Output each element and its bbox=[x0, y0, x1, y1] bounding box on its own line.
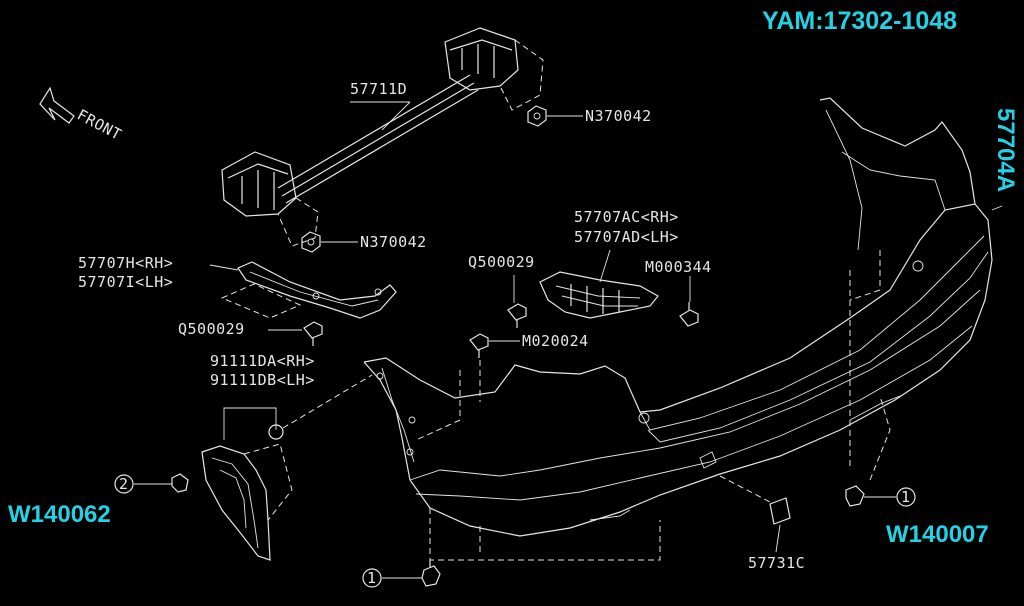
circle-number-1-icon: 1 bbox=[896, 487, 916, 507]
callout-Q500029-left: Q500029 bbox=[178, 320, 245, 338]
nut-icon bbox=[527, 105, 547, 127]
front-arrow-icon bbox=[39, 86, 75, 124]
callout-N370042-lower: N370042 bbox=[360, 233, 427, 251]
circle-number-1-icon: 1 bbox=[362, 568, 382, 588]
ref-code-W140007: W140007 bbox=[886, 521, 989, 548]
clip-icon bbox=[303, 321, 323, 346]
callout-91111DA-RH: 91111DA<RH> bbox=[210, 352, 315, 370]
callout-N370042-upper: N370042 bbox=[585, 107, 652, 125]
clip-icon bbox=[421, 560, 441, 587]
callout-91111DB-LH: 91111DB<LH> bbox=[210, 371, 315, 389]
callout-57711D: 57711D bbox=[350, 80, 407, 98]
callout-57704A: 57704A bbox=[992, 108, 1019, 192]
callout-57707AC-RH: 57707AC<RH> bbox=[574, 208, 679, 226]
screw-icon bbox=[679, 302, 699, 327]
clip-icon bbox=[845, 485, 865, 507]
screw-icon bbox=[469, 333, 489, 358]
callout-57707I-LH: 57707I<LH> bbox=[78, 273, 173, 291]
circle-1-right-label: 1 bbox=[901, 488, 911, 506]
rear-bumper-drawing bbox=[363, 97, 993, 561]
circle-2-label: 2 bbox=[119, 475, 129, 493]
callout-M000344: M000344 bbox=[645, 258, 712, 276]
rear-beam-drawing bbox=[221, 27, 544, 247]
circle-1-bottom-label: 1 bbox=[367, 569, 377, 587]
callout-Q500029-right: Q500029 bbox=[468, 253, 535, 271]
front-label: FRONT bbox=[74, 106, 125, 144]
side-bracket-right-drawing bbox=[539, 271, 659, 319]
mud-guard-drawing bbox=[201, 424, 293, 561]
callout-57731C: 57731C bbox=[748, 554, 805, 572]
callout-57707AD-LH: 57707AD<LH> bbox=[574, 228, 679, 246]
nut-icon bbox=[301, 231, 321, 253]
clip-icon bbox=[171, 473, 189, 493]
callout-57707H-RH: 57707H<RH> bbox=[78, 254, 173, 272]
reflector-drawing bbox=[769, 497, 791, 525]
circle-number-2-icon: 2 bbox=[114, 474, 134, 494]
side-bracket-left-drawing bbox=[220, 261, 397, 319]
part-reference-number: YAM:17302-1048 bbox=[762, 7, 957, 35]
ref-code-W140062: W140062 bbox=[8, 501, 111, 528]
clip-icon bbox=[507, 303, 527, 328]
callout-M020024: M020024 bbox=[522, 332, 589, 350]
